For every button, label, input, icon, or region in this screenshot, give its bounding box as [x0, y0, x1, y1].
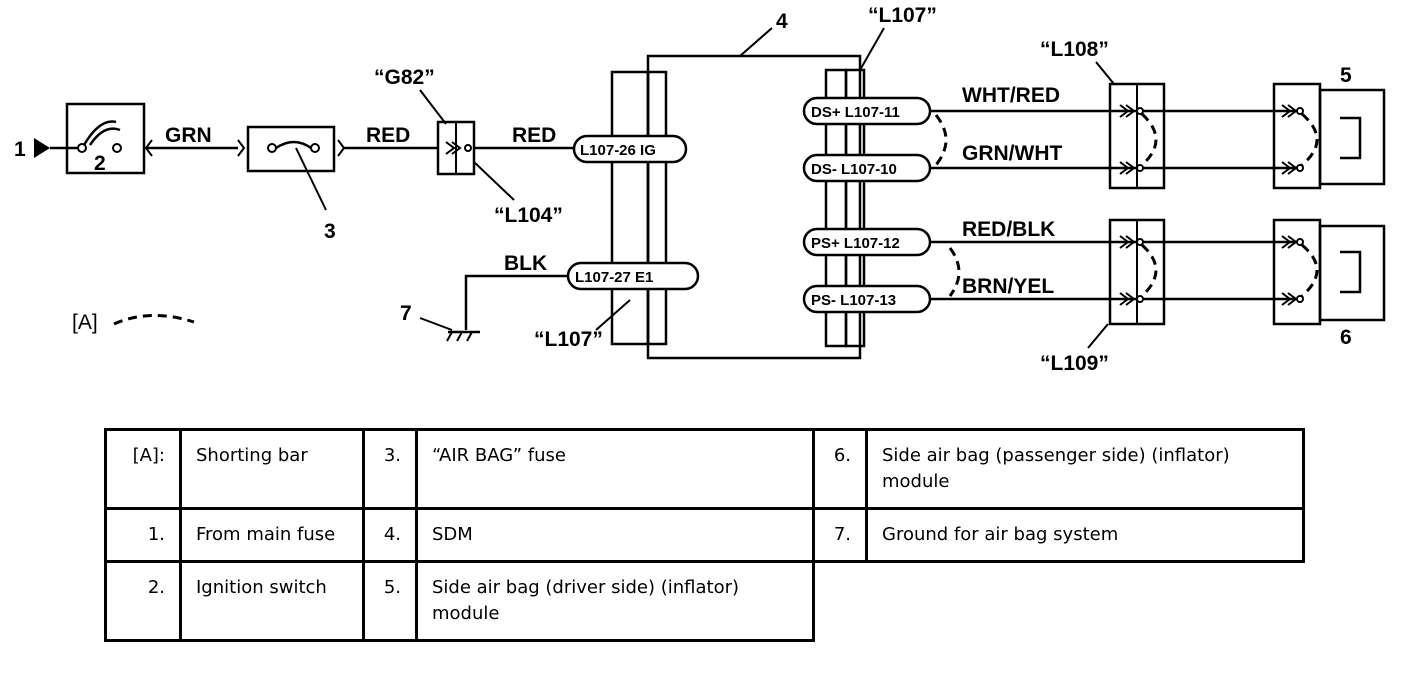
legend-table: [A]: Shorting bar 3. “AIR BAG” fuse 6. S… [104, 428, 1305, 642]
callout-2: 2 [94, 152, 106, 175]
legend-row: 1. From main fuse 4. SDM 7. Ground for a… [104, 507, 1305, 563]
connector-l109 [1108, 218, 1166, 326]
wire-label-red-blk: RED/BLK [962, 218, 1055, 241]
l109-callout-line [1087, 323, 1109, 349]
pin-label-ps-plus: PS+ L107-12 [811, 235, 900, 252]
l104-callout-line [473, 161, 515, 201]
pin-label-e1: L107-27 E1 [575, 269, 653, 286]
wire-label-brn-yel: BRN/YEL [962, 275, 1054, 298]
pin-label-ds-minus: DS- L107-10 [811, 161, 897, 178]
sdm-driver-shorting-bar [934, 114, 948, 166]
callout-3: 3 [324, 220, 336, 243]
pin-label-ps-minus: PS- L107-13 [811, 292, 896, 309]
sdm-callout-line [739, 27, 773, 57]
legend-desc: SDM [415, 507, 815, 563]
callout-7: 7 [400, 302, 412, 325]
l107-top-callout-line [859, 27, 885, 71]
legend-row: 2. Ignition switch 5. Side air bag (driv… [104, 560, 1304, 642]
wire-label-wht-red: WHT/RED [962, 84, 1060, 107]
legend-empty-cell [867, 562, 1304, 641]
legend-key: 4. [362, 507, 418, 563]
pin-ds-minus: DS- L107-10 [802, 153, 932, 183]
sdm-module [610, 54, 866, 360]
legend-desc: Shorting bar [179, 428, 365, 510]
wire-label-red-2: RED [512, 124, 556, 147]
legend-desc: Side air bag (passenger side) (inflator)… [865, 428, 1305, 510]
legend-key: 5. [362, 560, 418, 642]
ground-callout-line [419, 317, 453, 331]
callout-1: 1 [14, 138, 26, 161]
passenger-side-airbag-module [1272, 218, 1386, 326]
sdm-passenger-shorting-bar [948, 247, 961, 297]
wire-label-red-1: RED [366, 124, 410, 147]
connector-label-l107-bottom: “L107” [534, 328, 603, 351]
pin-label-ds-plus: DS+ L107-11 [811, 104, 900, 121]
connector-label-l108: “L108” [1040, 38, 1109, 61]
legend-empty-cell [814, 562, 867, 641]
callout-5: 5 [1340, 64, 1352, 87]
pin-ps-plus: PS+ L107-12 [802, 227, 932, 257]
pin-label-ig: L107-26 IG [580, 142, 656, 159]
legend-key: 7. [812, 507, 868, 563]
callout-6: 6 [1340, 326, 1352, 349]
ground-icon [446, 330, 480, 342]
connector-label-l104: “L104” [494, 204, 563, 227]
connector-l108 [1108, 82, 1166, 190]
l107-bottom-callout-line [595, 299, 631, 331]
ignition-switch: 2 [65, 102, 146, 175]
legend-key: 2. [104, 560, 182, 642]
callout-4: 4 [776, 10, 788, 33]
legend-desc: “AIR BAG” fuse [415, 428, 815, 510]
fuse-callout-line [295, 147, 327, 211]
legend-key: 3. [362, 428, 418, 510]
wire-label-grn-wht: GRN/WHT [962, 142, 1062, 165]
pin-ds-plus: DS+ L107-11 [802, 96, 932, 126]
g82-callout-line [419, 89, 447, 125]
connector-g82-l104 [436, 120, 476, 176]
wire-label-grn: GRN [165, 124, 212, 147]
legend-desc: Ground for air bag system [865, 507, 1305, 563]
shorting-bar-sample [113, 314, 195, 326]
wire-label-blk: BLK [504, 252, 547, 275]
wire-blk [464, 274, 568, 330]
legend-row: [A]: Shorting bar 3. “AIR BAG” fuse 6. S… [104, 428, 1305, 510]
legend-desc: Side air bag (driver side) (inflator) mo… [415, 560, 815, 642]
input-arrow-icon [34, 138, 50, 158]
connector-label-l107-top: “L107” [868, 4, 937, 27]
driver-side-airbag-module [1272, 82, 1386, 190]
legend-key: [A]: [104, 428, 182, 510]
legend-desc: From main fuse [179, 507, 365, 563]
legend-key: 6. [812, 428, 868, 510]
wiring-diagram: 1 2 GRN 3 RED “G82” “L104” RED [14, 4, 1386, 375]
shorting-bar-key: [A] [72, 311, 98, 334]
connector-label-g82: “G82” [374, 66, 435, 89]
pin-e1: L107-27 E1 [566, 261, 700, 291]
legend-key: 1. [104, 507, 182, 563]
pin-ps-minus: PS- L107-13 [802, 284, 932, 314]
air-bag-fuse [246, 125, 336, 173]
connector-label-l109: “L109” [1040, 352, 1109, 375]
legend-desc: Ignition switch [179, 560, 365, 642]
l108-callout-line [1095, 61, 1115, 85]
pin-ig: L107-26 IG [572, 134, 688, 164]
